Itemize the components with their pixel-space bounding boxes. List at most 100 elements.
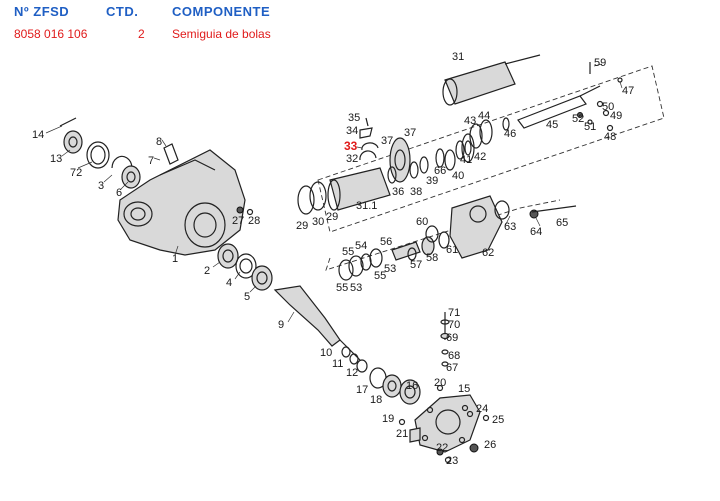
callout-35[interactable]: 35	[348, 112, 360, 124]
callout-53b[interactable]: 53	[350, 282, 362, 294]
callout-54[interactable]: 54	[355, 240, 367, 252]
seal-ring-29[interactable]	[297, 185, 315, 215]
bearing-18[interactable]	[382, 374, 402, 398]
ring-41[interactable]	[455, 140, 465, 160]
bracket-8[interactable]	[163, 143, 179, 165]
callout-39[interactable]: 39	[426, 175, 438, 187]
ring-66[interactable]	[435, 148, 445, 168]
ring-36[interactable]	[387, 166, 397, 184]
callout-6[interactable]: 6	[116, 187, 122, 199]
callout-11[interactable]: 11	[332, 358, 343, 370]
callout-2[interactable]: 2	[204, 265, 210, 277]
callout-71[interactable]: 71	[448, 307, 460, 319]
seal-ring-53[interactable]	[338, 259, 354, 281]
ball-guide-33-highlighted[interactable]	[361, 142, 379, 151]
ring-57[interactable]	[407, 247, 417, 261]
ring-40[interactable]	[444, 149, 456, 171]
callout-47[interactable]: 47	[622, 85, 634, 97]
callout-36[interactable]: 36	[392, 186, 404, 198]
plug-27[interactable]	[236, 206, 244, 214]
callout-50[interactable]: 50	[602, 101, 614, 113]
callout-21[interactable]: 21	[396, 428, 408, 440]
callout-55b[interactable]: 55	[374, 270, 386, 282]
callout-69[interactable]: 69	[446, 332, 458, 344]
callout-26[interactable]: 26	[484, 439, 496, 451]
bracket-21[interactable]	[409, 427, 421, 443]
seal-11[interactable]	[349, 353, 359, 365]
callout-25[interactable]: 25	[492, 414, 504, 426]
sector-shaft-9[interactable]	[273, 285, 361, 361]
bearing-16[interactable]	[399, 379, 421, 405]
callout-31[interactable]: 31	[452, 51, 464, 63]
callout-51[interactable]: 51	[584, 121, 596, 133]
callout-53a[interactable]: 53	[384, 263, 396, 275]
callout-31-1[interactable]: 31.1	[356, 200, 377, 212]
callout-9[interactable]: 9	[278, 319, 284, 331]
steering-housing[interactable]	[117, 149, 246, 256]
callout-72[interactable]: 72	[70, 167, 82, 179]
callout-40[interactable]: 40	[452, 170, 464, 182]
seal-63[interactable]	[494, 200, 510, 220]
callout-18[interactable]: 18	[370, 394, 382, 406]
seal-ring-30[interactable]	[309, 181, 327, 211]
ring-12[interactable]	[356, 359, 368, 373]
ring-54[interactable]	[360, 253, 372, 271]
callout-5[interactable]: 5	[244, 291, 250, 303]
callout-42[interactable]: 42	[474, 151, 486, 163]
screw-20[interactable]	[436, 384, 444, 392]
callout-61[interactable]: 61	[446, 244, 458, 256]
seal-6[interactable]	[121, 165, 141, 189]
screw-19[interactable]	[398, 418, 406, 426]
piston-56[interactable]	[391, 241, 421, 261]
seal-60[interactable]	[425, 225, 439, 243]
callout-64[interactable]: 64	[530, 226, 542, 238]
callout-16[interactable]: 16	[406, 380, 418, 392]
callout-24[interactable]: 24	[476, 403, 488, 415]
seal-ring-72[interactable]	[86, 141, 110, 169]
washer-10[interactable]	[341, 346, 351, 358]
seal-5[interactable]	[251, 265, 273, 291]
seal-44[interactable]	[479, 119, 493, 145]
worm-shaft-45[interactable]	[517, 85, 601, 129]
ball-52[interactable]	[577, 112, 583, 118]
callout-41[interactable]: 41	[460, 154, 472, 166]
ring-39[interactable]	[419, 156, 429, 174]
washer-50[interactable]	[596, 100, 604, 108]
ball-guide-32[interactable]	[359, 150, 377, 161]
callout-30[interactable]: 30	[312, 216, 324, 228]
callout-38[interactable]: 38	[410, 186, 422, 198]
callout-22[interactable]: 22	[436, 442, 448, 454]
callout-7[interactable]: 7	[148, 155, 154, 167]
callout-29b[interactable]: 29	[326, 211, 338, 223]
callout-44[interactable]: 44	[478, 110, 490, 122]
callout-48[interactable]: 48	[604, 131, 616, 143]
bolt-65[interactable]	[531, 205, 577, 213]
screw-35[interactable]	[365, 117, 369, 127]
callout-29a[interactable]: 29	[296, 220, 308, 232]
callout-55c[interactable]: 55	[336, 282, 348, 294]
callout-15[interactable]: 15	[458, 383, 470, 395]
piston-31-1[interactable]	[327, 167, 391, 211]
callout-63[interactable]: 63	[504, 221, 516, 233]
screw-23[interactable]	[444, 456, 452, 464]
callout-58[interactable]: 58	[426, 252, 438, 264]
screw-48[interactable]	[606, 124, 614, 132]
callout-57[interactable]: 57	[410, 259, 422, 271]
valve-body-62[interactable]	[449, 195, 503, 259]
bolt-14[interactable]	[59, 117, 77, 127]
bearing-2[interactable]	[217, 243, 239, 269]
callout-37a[interactable]: 37	[404, 127, 416, 139]
spring-51[interactable]	[587, 119, 593, 125]
nut-69[interactable]	[440, 332, 450, 340]
callout-12[interactable]: 12	[346, 367, 358, 379]
callout-17[interactable]: 17	[356, 384, 368, 396]
seal-ring-55[interactable]	[348, 255, 364, 277]
washer-70[interactable]	[440, 319, 450, 325]
pin-47[interactable]	[617, 77, 623, 83]
callout-28[interactable]: 28	[248, 215, 260, 227]
callout-67[interactable]: 67	[446, 362, 458, 374]
ring-67[interactable]	[441, 361, 449, 367]
callout-33-selected[interactable]: 33	[344, 139, 358, 153]
side-cover-15[interactable]	[414, 394, 481, 453]
seal-ring-55-b[interactable]	[369, 248, 383, 268]
